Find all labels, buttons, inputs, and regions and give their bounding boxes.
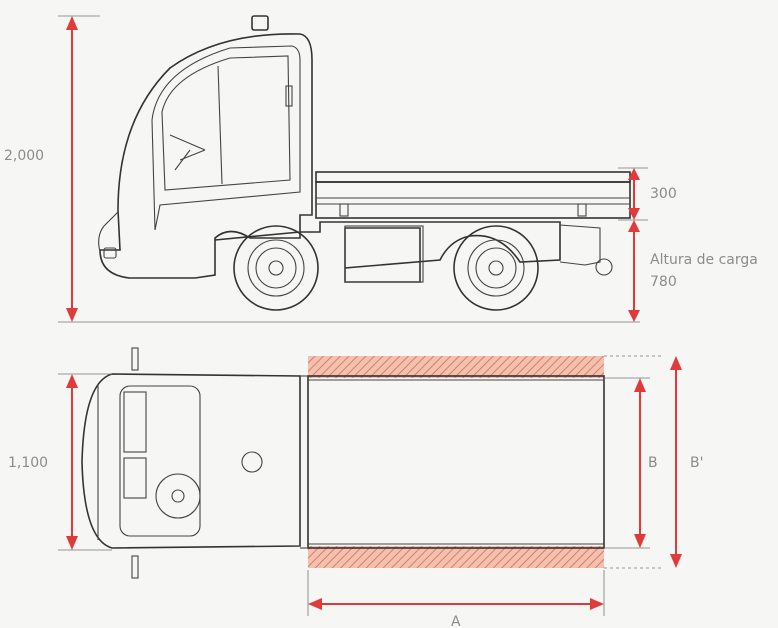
steering-wheel-top — [155, 473, 201, 519]
front-tire — [233, 225, 319, 311]
rear-tire — [453, 225, 539, 311]
mirror-bottom — [131, 555, 139, 579]
cab-top-outline — [81, 373, 301, 549]
dimension-total-height — [66, 16, 78, 322]
door-handle — [285, 85, 293, 107]
label-width: 1,100 — [8, 455, 48, 471]
dimension-length — [308, 598, 604, 610]
platform-side-hatched-top — [308, 356, 604, 378]
cargo-platform — [307, 375, 605, 549]
front-hub — [255, 247, 297, 289]
cab-roof-panel — [119, 385, 201, 537]
side-view-vehicle — [98, 15, 631, 311]
front-rim — [247, 239, 305, 297]
label-side-height: 300 — [650, 186, 677, 202]
cab-window — [161, 55, 291, 191]
rear-hub — [475, 247, 517, 289]
front-hub-center — [268, 260, 284, 276]
bed-latch-1 — [339, 203, 349, 217]
cab-door — [151, 45, 301, 231]
label-total-height: 2,000 — [4, 148, 44, 164]
mirror-top — [131, 347, 139, 371]
dimension-width — [66, 374, 78, 550]
bed-top-rail — [315, 171, 631, 183]
dimension-inner-width — [634, 378, 646, 548]
label-outer-width: B' — [690, 455, 703, 471]
steering-hub-top — [171, 489, 185, 503]
label-length: A — [451, 614, 461, 628]
seat-bottom — [123, 457, 147, 499]
battery-box — [344, 225, 424, 283]
platform-side-hatched-bottom — [308, 546, 604, 568]
seat-top — [123, 391, 147, 453]
bed-side-panel — [315, 181, 631, 219]
dimension-side-height — [628, 168, 640, 220]
top-view-vehicle — [81, 347, 605, 579]
window-divider — [217, 65, 223, 185]
label-inner-width: B — [648, 455, 658, 471]
cab-nose — [98, 211, 119, 253]
rear-hub-center — [488, 260, 504, 276]
dimension-outer-width — [670, 356, 682, 568]
label-load-height: Altura de carga — [650, 252, 758, 268]
dimension-load-height — [628, 220, 640, 322]
label-load-height-value: 780 — [650, 274, 677, 290]
rear-rim — [467, 239, 525, 297]
cab-outline — [99, 33, 313, 279]
bed-latch-2 — [577, 203, 587, 217]
roof-beacon-top — [241, 451, 263, 473]
steering-wheel — [169, 134, 206, 171]
beacon-light — [251, 15, 269, 31]
tow-ball — [595, 258, 613, 276]
headlight — [103, 247, 117, 259]
rear-hitch — [559, 224, 601, 266]
